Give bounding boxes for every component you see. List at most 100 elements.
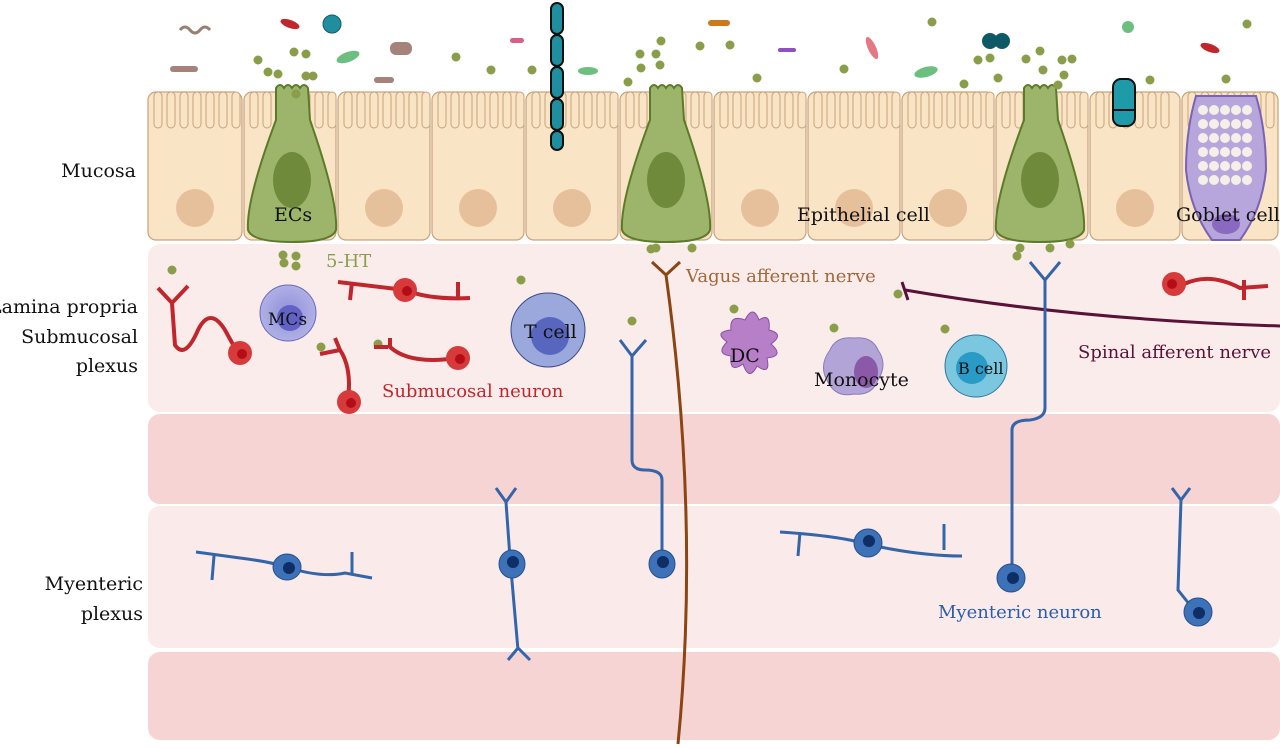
serotonin-granule — [1038, 65, 1048, 75]
microvillus — [784, 91, 794, 129]
epithelial-cell — [713, 91, 807, 241]
epithelial-nucleus — [553, 189, 591, 227]
microvillus — [719, 91, 729, 129]
rod-microbe — [778, 48, 796, 52]
serotonin-granule — [1021, 54, 1031, 64]
dendritic-cell — [720, 311, 778, 374]
ec-nucleus — [273, 152, 311, 208]
mucin-granule — [1242, 161, 1252, 171]
coccus-microbe — [322, 14, 342, 34]
flagellate-microbe — [336, 50, 360, 64]
microvillus — [638, 91, 648, 129]
microbiota — [170, 2, 1220, 151]
serotonin-granules — [167, 17, 1252, 352]
serotonin-granule — [1145, 75, 1155, 85]
rod-microbe — [1200, 42, 1220, 54]
serotonin-granule — [695, 41, 705, 51]
microvillus — [813, 91, 823, 129]
serotonin-granule — [1053, 80, 1063, 90]
serotonin-granule — [253, 55, 263, 65]
myenteric-neuron-axon — [618, 339, 664, 556]
rod-microbe — [865, 36, 879, 60]
label-submucosal-neuron: Submucosal neuron — [382, 381, 564, 402]
microvillus — [826, 91, 836, 129]
mucin-granule — [1198, 119, 1208, 129]
microvillus — [343, 91, 353, 129]
goblet-nucleus — [1212, 214, 1240, 234]
microvillus — [437, 91, 447, 129]
nucleus — [346, 398, 356, 408]
microvillus — [476, 91, 486, 129]
serotonin-granule — [301, 71, 311, 81]
microvillus — [771, 91, 781, 129]
microvillus — [1134, 91, 1144, 129]
serotonin-granule — [927, 17, 937, 27]
serotonin-granule — [752, 73, 762, 83]
serotonin-granule — [273, 69, 283, 79]
microvillus — [907, 91, 917, 129]
microvillus — [421, 91, 431, 129]
flagellate-microbe — [1122, 21, 1134, 33]
label-monocyte: Monocyte — [814, 369, 909, 391]
mucin-granule — [1242, 105, 1252, 115]
mucin-granule — [1209, 175, 1219, 185]
microvillus — [690, 91, 700, 129]
t-cell — [510, 292, 586, 368]
microvillus — [920, 91, 930, 129]
bacillus-microbe — [390, 42, 412, 55]
serotonin-granule — [291, 251, 301, 261]
microvillus — [946, 91, 956, 129]
epithelial-cell — [901, 91, 995, 241]
microvillus — [531, 91, 541, 129]
label-myenteric-neuron: Myenteric neuron — [938, 602, 1102, 623]
microvillus — [596, 91, 606, 129]
microvillus — [625, 91, 635, 129]
serotonin-granule — [1065, 239, 1075, 249]
microvillus — [985, 91, 995, 129]
serotonin-granule — [725, 40, 735, 50]
submucosal-neuron-axon — [156, 284, 238, 352]
submucosal-neuron-bodies — [228, 272, 1186, 414]
microvillus — [1014, 91, 1024, 129]
diplococcus-microbe — [994, 33, 1010, 49]
serotonin-granule — [301, 49, 311, 59]
mucin-granule — [1209, 105, 1219, 115]
layer-label-submucosal: Submucosal — [21, 326, 138, 348]
spinal-afferent-nerve — [900, 281, 1280, 328]
microvillus — [502, 91, 512, 129]
microvillus — [891, 91, 901, 129]
mucin-granule — [1198, 133, 1208, 143]
serotonin-granule — [623, 77, 633, 87]
serotonin-granule — [973, 55, 983, 65]
microvillus — [758, 91, 768, 129]
serotonin-granule — [1242, 19, 1252, 29]
myenteric-neuron-bodies — [272, 528, 1213, 627]
mucin-granule — [1242, 119, 1252, 129]
microvillus — [450, 91, 460, 129]
microvillus — [1160, 91, 1170, 129]
serotonin-granule — [486, 65, 496, 75]
microvillus — [463, 91, 473, 129]
adherent-bacterium — [1112, 78, 1136, 127]
microvillus — [972, 91, 982, 129]
epithelial-cell — [525, 91, 619, 241]
mucin-granule — [1198, 147, 1208, 157]
microvillus — [703, 91, 713, 129]
microvillus — [395, 91, 405, 129]
layer-label-lamina-propria: Lamina propria — [0, 296, 138, 318]
serotonin-granule — [1067, 54, 1077, 64]
layer-label-submucosal-plexus: plexus — [76, 355, 138, 377]
mucin-granule — [1209, 133, 1219, 143]
epithelial-nucleus — [176, 189, 214, 227]
label-vagus-afferent-nerve: Vagus afferent nerve — [685, 266, 876, 287]
microvillus — [369, 91, 379, 129]
serotonin-granule — [316, 342, 326, 352]
serotonin-granule — [635, 49, 645, 59]
label-spinal-afferent-nerve: Spinal afferent nerve — [1078, 342, 1271, 363]
nucleus — [455, 354, 465, 364]
rod-microbe — [510, 38, 524, 43]
mucin-granule — [1220, 119, 1230, 129]
serotonin-granule — [1015, 243, 1025, 253]
serotonin-granule — [687, 243, 697, 253]
dc-body — [720, 311, 778, 374]
